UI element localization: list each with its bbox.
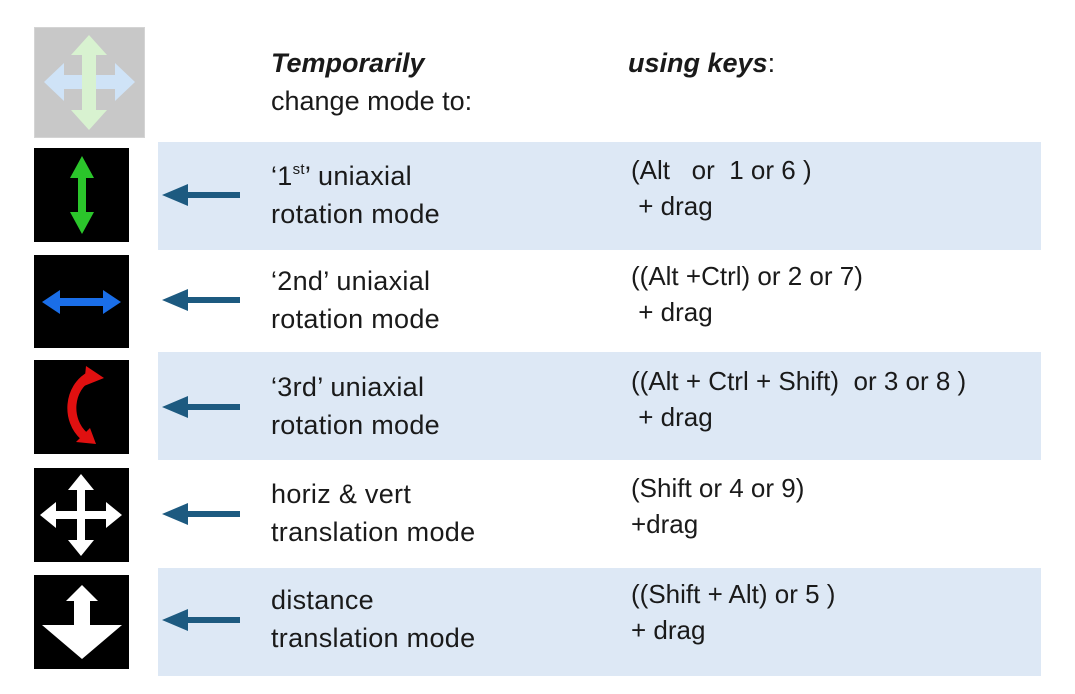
- row-4-keys-line2: +drag: [631, 509, 699, 539]
- red-curved-arrow-icon: [34, 360, 129, 454]
- row-4-icon: [34, 468, 129, 562]
- row-1-pointer-arrow-icon: [162, 184, 240, 206]
- row-2-mode-line1: ‘2nd’ uniaxial: [271, 266, 431, 296]
- header-using-keys-text: using keys: [628, 48, 768, 78]
- row-1-mode: ‘1st’ uniaxial rotation mode: [271, 157, 440, 233]
- row-3-keys-line2: + drag: [631, 402, 713, 432]
- row-3-pointer-arrow-icon: [162, 396, 240, 418]
- row-4-pointer-arrow-icon: [162, 503, 240, 525]
- white-up-down-arrow-icon: [34, 575, 129, 669]
- row-4-mode-line2: translation mode: [271, 517, 476, 547]
- inactive-mode-icon: [34, 27, 145, 138]
- white-four-way-arrow-icon: [34, 468, 129, 562]
- row-5-icon: [34, 575, 129, 669]
- row-2-mode: ‘2nd’ uniaxial rotation mode: [271, 262, 440, 338]
- row-2-icon: [34, 255, 129, 348]
- row-4-keys-line1: (Shift or 4 or 9): [631, 473, 805, 503]
- row-1-keys-line2: + drag: [631, 191, 713, 221]
- row-1-mode-line2: rotation mode: [271, 199, 440, 229]
- row-3-mode-line1: ‘3rd’ uniaxial: [271, 372, 425, 402]
- row-5-keys-line1: ((Shift + Alt) or 5 ): [631, 579, 836, 609]
- row-1-icon: [34, 148, 129, 242]
- row-1-mode-line1: ‘1st’ uniaxial: [271, 161, 412, 191]
- row-4-mode-line1: horiz & vert: [271, 479, 412, 509]
- row-3-keys-line1: ((Alt + Ctrl + Shift) or 3 or 8 ): [631, 366, 967, 396]
- row-5-mode-line2: translation mode: [271, 623, 476, 653]
- header-change-mode: change mode to:: [271, 86, 473, 116]
- header-using-keys: using keys:: [628, 44, 775, 82]
- header-colon: :: [767, 48, 776, 78]
- row-5-keys: ((Shift + Alt) or 5 ) + drag: [631, 576, 835, 648]
- row-3-keys: ((Alt + Ctrl + Shift) or 3 or 8 ) + drag: [631, 363, 966, 435]
- row-2-mode-line2: rotation mode: [271, 304, 440, 334]
- row-4-keys: (Shift or 4 or 9) +drag: [631, 470, 804, 542]
- row-5-mode-line1: distance: [271, 585, 374, 615]
- blue-horizontal-arrow-icon: [34, 255, 129, 348]
- inactive-four-way-arrow-icon: [34, 27, 145, 138]
- row-4-mode: horiz & vert translation mode: [271, 475, 475, 551]
- row-5-mode: distance translation mode: [271, 581, 475, 657]
- row-band-5: [158, 568, 1041, 676]
- green-vertical-arrow-icon: [34, 148, 129, 242]
- row-2-keys: ((Alt +Ctrl) or 2 or 7) + drag: [631, 258, 863, 330]
- row-2-keys-line2: + drag: [631, 297, 713, 327]
- row-1-keys: (Alt or 1 or 6 ) + drag: [631, 152, 812, 224]
- row-2-keys-line1: ((Alt +Ctrl) or 2 or 7): [631, 261, 863, 291]
- row-2-pointer-arrow-icon: [162, 289, 240, 311]
- row-5-pointer-arrow-icon: [162, 609, 240, 631]
- row-3-mode: ‘3rd’ uniaxial rotation mode: [271, 368, 440, 444]
- row-5-keys-line2: + drag: [631, 615, 706, 645]
- row-3-icon: [34, 360, 129, 454]
- header-temporarily: Temporarily: [271, 48, 425, 78]
- row-1-keys-line1: (Alt or 1 or 6 ): [631, 155, 812, 185]
- row-band-1: [158, 142, 1041, 250]
- row-band-3: [158, 352, 1041, 460]
- row-3-mode-line2: rotation mode: [271, 410, 440, 440]
